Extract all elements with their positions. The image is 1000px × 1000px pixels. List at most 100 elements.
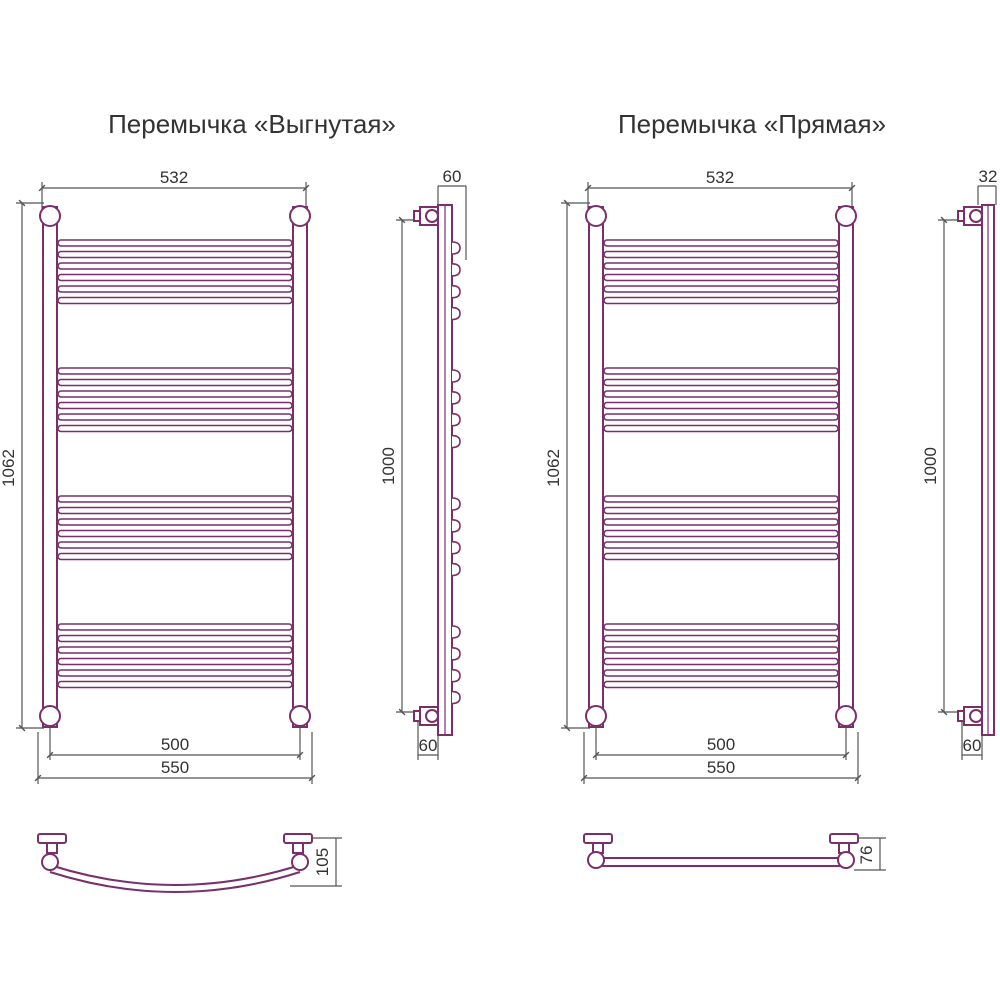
crossbar: [57, 262, 293, 270]
dim-side-depth: 32: [979, 167, 998, 186]
wall-mount-flange: [413, 210, 421, 222]
collector-fitting: [39, 205, 61, 227]
wall-mount-nut: [969, 209, 983, 223]
crossbar: [57, 669, 293, 677]
crossbar: [57, 518, 293, 526]
crossbar: [603, 296, 839, 305]
dim-overall-width: 550: [161, 758, 189, 777]
crossbar: [57, 634, 293, 643]
curved-bar-end: [451, 668, 461, 683]
collector-fitting: [585, 205, 607, 227]
plan-view-curved: 105: [37, 833, 342, 893]
crossbar: [603, 623, 839, 631]
crossbar: [57, 378, 293, 387]
crossbar: [57, 552, 293, 561]
wall-mount-nut: [969, 709, 983, 723]
dim-top-width: 532: [160, 168, 188, 187]
crossbar: [603, 529, 839, 538]
crossbar: [57, 285, 293, 293]
crossbar: [603, 378, 839, 387]
crossbar: [57, 495, 293, 503]
dim-axis-width: 500: [161, 735, 189, 754]
crossbar: [57, 401, 293, 410]
crossbar: [603, 669, 839, 677]
dim-side-height: 1000: [379, 447, 398, 485]
curved-bar-end: [451, 369, 461, 383]
crossbar: [57, 424, 293, 433]
crossbar: [603, 634, 839, 643]
wall-mount-nut: [425, 709, 439, 723]
curved-bar-end: [451, 519, 461, 533]
curved-bar-end: [451, 690, 461, 705]
crossbar: [603, 285, 839, 293]
crossbar: [57, 413, 293, 421]
crossbar: [57, 390, 293, 398]
collector-fitting: [585, 705, 607, 727]
crossbar: [603, 495, 839, 503]
dim-side-mount: 60: [963, 736, 982, 755]
collector-fitting: [835, 705, 857, 727]
collector-fitting: [289, 205, 311, 227]
crossbar: [57, 506, 293, 515]
crossbar: [603, 262, 839, 270]
crossbar: [603, 239, 839, 247]
crossbar: [603, 552, 839, 561]
dim-bottom-depth: 76: [857, 846, 876, 865]
crossbar: [57, 239, 293, 247]
crossbar: [603, 390, 839, 398]
side-view-straight: 32 1000 60: [921, 167, 997, 760]
crossbar: [57, 646, 293, 654]
crossbar: [603, 367, 839, 375]
vertical-collector: [292, 206, 308, 728]
dim-top-width: 532: [706, 168, 734, 187]
crossbar: [57, 273, 293, 282]
crossbar: [57, 623, 293, 631]
dim-side-depth: 60: [443, 167, 462, 186]
crossbar: [603, 518, 839, 526]
curved-bar-end: [451, 241, 461, 255]
crossbar: [603, 657, 839, 666]
vertical-collector: [42, 206, 58, 728]
dim-height: 1062: [544, 449, 563, 487]
crossbar: [603, 250, 839, 259]
wall-mount-flange: [957, 710, 965, 722]
curved-bar-end: [451, 263, 461, 277]
crossbar: [57, 296, 293, 305]
dim-bottom-depth: 105: [313, 848, 332, 876]
crossbar: [603, 646, 839, 654]
crossbar: [603, 680, 839, 689]
curved-bar-end: [451, 647, 461, 661]
crossbar: [603, 413, 839, 421]
curved-bar-end: [451, 412, 461, 427]
curved-bar-end: [451, 434, 461, 449]
curved-bar-end: [451, 625, 461, 639]
curved-bar-end: [451, 562, 461, 577]
variant-title-curved: Перемычка «Выгнутая»: [108, 109, 396, 139]
wall-mount-nut: [425, 209, 439, 223]
collector-fitting: [39, 705, 61, 727]
front-view-curved: 532 1062 500 550: [0, 168, 316, 784]
crossbar: [57, 250, 293, 259]
curved-bar-end: [451, 391, 461, 405]
dim-axis-width: 500: [707, 735, 735, 754]
curved-bar-end: [451, 540, 461, 555]
side-view-curved: 60 1000 60: [379, 167, 467, 760]
wall-mount-flange: [957, 210, 965, 222]
curved-bar-end: [451, 497, 461, 511]
crossbar: [57, 680, 293, 689]
dim-side-mount: 60: [419, 736, 438, 755]
wall-mount-flange: [413, 710, 421, 722]
plan-view-straight: 76: [583, 833, 886, 871]
dim-overall-width: 550: [707, 758, 735, 777]
collector-fitting: [835, 205, 857, 227]
crossbar: [603, 273, 839, 282]
curved-bar-end: [451, 284, 461, 299]
crossbar: [603, 506, 839, 515]
crossbar: [57, 541, 293, 549]
crossbar: [57, 529, 293, 538]
crossbar: [603, 401, 839, 410]
dim-height: 1062: [0, 449, 18, 487]
crossbar: [603, 424, 839, 433]
variant-title-straight: Перемычка «Прямая»: [618, 109, 886, 139]
